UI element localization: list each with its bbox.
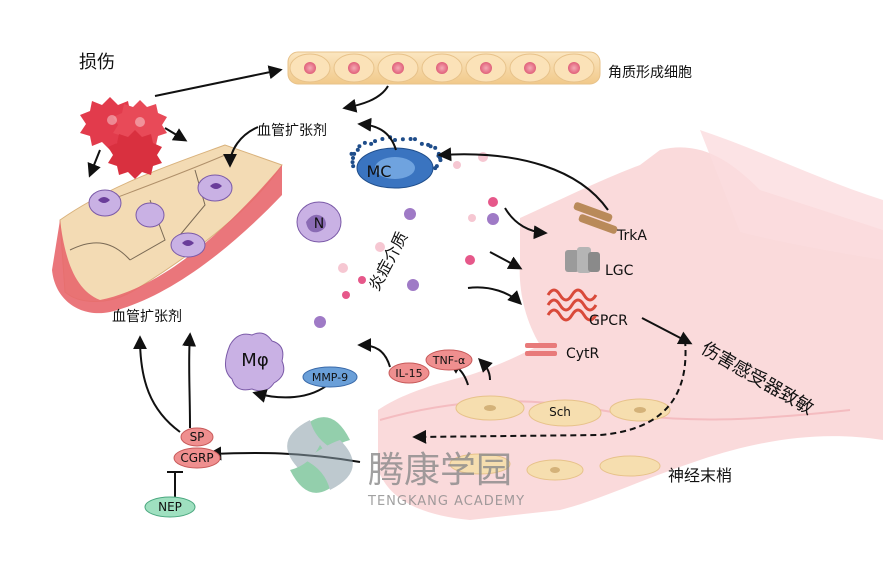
vasodilator-bottom-label: 血管扩张剂 (112, 309, 182, 325)
watermark-en: TENGKANG ACADEMY (367, 494, 525, 509)
injury-damaged-cells (80, 97, 167, 179)
mast-cell-granule (419, 141, 424, 146)
trka-receptor (573, 202, 618, 234)
schwann-cells (449, 395, 671, 481)
lgc-label: LGC (605, 263, 634, 279)
mast-cell-granule (393, 138, 397, 142)
mast-cell-granule (412, 137, 417, 142)
macrophage-label: Mφ (241, 350, 268, 371)
schwann-label: Sch (549, 405, 571, 419)
gpcr-receptor (546, 288, 598, 322)
mast-cell-granule (357, 144, 362, 149)
mast-cell-granule (428, 144, 433, 149)
mmp9-label: MMP-9 (312, 371, 348, 384)
keratinocyte-nucleus (436, 62, 448, 74)
macrophage-cell (225, 332, 285, 392)
injury-label: 损伤 (79, 52, 115, 73)
mast-cell-granule (380, 136, 385, 141)
vessel-leukocytes (88, 174, 233, 258)
mast-cell-granule (408, 136, 413, 141)
mast-cell-granule (351, 156, 355, 160)
mast-cell-label: MC (367, 162, 392, 181)
cytr-receptor (525, 343, 557, 356)
watermark-cn: 腾康学园 (368, 450, 512, 491)
keratinocyte-nucleus (392, 62, 404, 74)
neutrophil-label: N (314, 216, 324, 232)
mast-cell-granule (400, 137, 405, 142)
mast-cell-granule (373, 139, 378, 144)
mast-cell-granule (351, 164, 356, 169)
mast-cell-granule (362, 140, 367, 145)
mast-cell-granule (438, 158, 443, 163)
keratinocyte-label: 角质形成细胞 (608, 65, 692, 81)
mast-cell-granule (433, 145, 438, 150)
keratinocyte-nucleus (480, 62, 492, 74)
keratinocyte-nucleus (568, 62, 580, 74)
nerve-ending-label: 神经末梢 (668, 466, 732, 485)
watermark-logo-icon (287, 417, 353, 493)
sp-label: SP (190, 430, 205, 444)
mast-cell-granule (352, 151, 357, 156)
inflammatory-mediators-label: 炎症介质 (365, 228, 412, 293)
vasodilator-top-label: 血管扩张剂 (257, 123, 327, 139)
mast-cell (349, 135, 443, 189)
blood-vessel (52, 144, 283, 314)
gpcr-label: GPCR (589, 313, 628, 329)
keratinocyte-nucleus (304, 62, 316, 74)
label-pills (144, 349, 473, 518)
arrows (87, 65, 693, 497)
keratinocyte-layer (287, 51, 601, 85)
neutrophil-cell (296, 201, 342, 243)
cytr-label: CytR (566, 346, 600, 362)
keratinocyte-nucleus (524, 62, 536, 74)
lgc-receptor (565, 247, 600, 273)
mast-cell-granule (350, 160, 355, 165)
cgrp-label: CGRP (180, 451, 213, 465)
mast-cell-granule (433, 166, 438, 171)
trka-label: TrkA (616, 228, 647, 244)
mast-cell-granule (369, 141, 374, 146)
nep-label: NEP (158, 500, 182, 514)
il15-label: IL-15 (395, 367, 422, 380)
mast-cell-granule (355, 147, 360, 152)
keratinocyte-nucleus (348, 62, 360, 74)
tnf-label: TNF-α (432, 354, 466, 367)
